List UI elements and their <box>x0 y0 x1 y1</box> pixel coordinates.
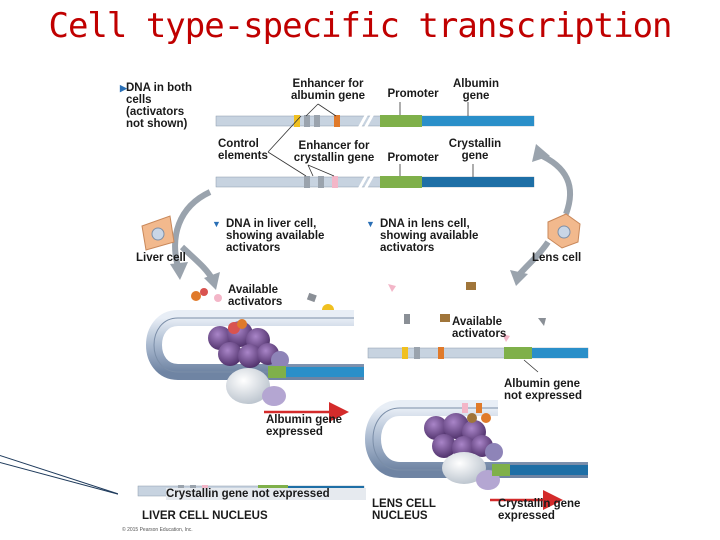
liver-dna-label: DNA in liver cell, showing available act… <box>226 218 325 254</box>
albumin-expressed-label: Albumin gene expressed <box>266 414 343 438</box>
promoter-label-bottom: Promoter <box>387 152 439 164</box>
lens-activators-label: Available activators <box>452 316 507 340</box>
liver-albumin-gene <box>264 366 364 422</box>
liver-cell-icon <box>141 215 175 251</box>
liver-activators-label: Available activators <box>228 284 283 308</box>
lens-pointer-lines <box>523 359 539 373</box>
lens-dna-loop <box>365 400 588 478</box>
top-dna-crystallin <box>215 172 535 192</box>
decorative-line <box>0 462 126 497</box>
lens-dna-label: DNA in lens cell, showing available acti… <box>380 218 479 254</box>
lens-activators <box>388 282 546 342</box>
copyright-notice: © 2015 Pearson Education, Inc. <box>122 527 193 533</box>
lens-nucleus-label: LENS CELL NUCLEUS <box>372 498 436 522</box>
promoter-label-top: Promoter <box>387 88 439 100</box>
dna-both-cells-label: DNA in both cells (activators not shown) <box>126 82 193 130</box>
transcription-figure: DNA in both cells (activators not shown)… <box>118 72 596 536</box>
curved-arrow-right <box>510 144 574 286</box>
control-elements-label: Control elements <box>218 138 268 162</box>
down-bullet-icon: ▼ <box>366 219 375 229</box>
crystallin-expressed-label: Crystallin gene expressed <box>498 498 581 522</box>
triangle-bullet-icon: ▶ <box>120 83 127 93</box>
label-pointer-lines <box>267 102 474 177</box>
liver-polymerase <box>208 319 289 406</box>
enhancer-albumin-label: Enhancer for albumin gene <box>290 78 366 102</box>
liver-nucleus-label: LIVER CELL NUCLEUS <box>142 510 268 522</box>
curved-arrow-left <box>170 189 220 290</box>
lens-albumin-gene <box>367 347 589 359</box>
albumin-gene-label: Albumin gene <box>453 78 499 102</box>
crystallin-gene-label: Crystallin gene <box>448 138 502 162</box>
lens-cell-icon <box>547 213 581 249</box>
down-bullet-icon: ▼ <box>212 219 221 229</box>
lens-cell-label: Lens cell <box>532 252 582 264</box>
enhancer-crystallin-label: Enhancer for crystallin gene <box>293 140 375 164</box>
crystallin-not-expressed-label: Crystallin gene not expressed <box>166 488 366 500</box>
top-dna-albumin <box>215 111 535 131</box>
liver-dna-loop <box>146 310 364 380</box>
liver-cell-label: Liver cell <box>136 252 186 264</box>
albumin-not-expressed-label: Albumin gene not expressed <box>504 378 582 402</box>
lens-polymerase <box>424 413 503 490</box>
lens-crystallin-gene <box>490 464 588 510</box>
slide-title: Cell type-specific transcription <box>48 6 672 46</box>
